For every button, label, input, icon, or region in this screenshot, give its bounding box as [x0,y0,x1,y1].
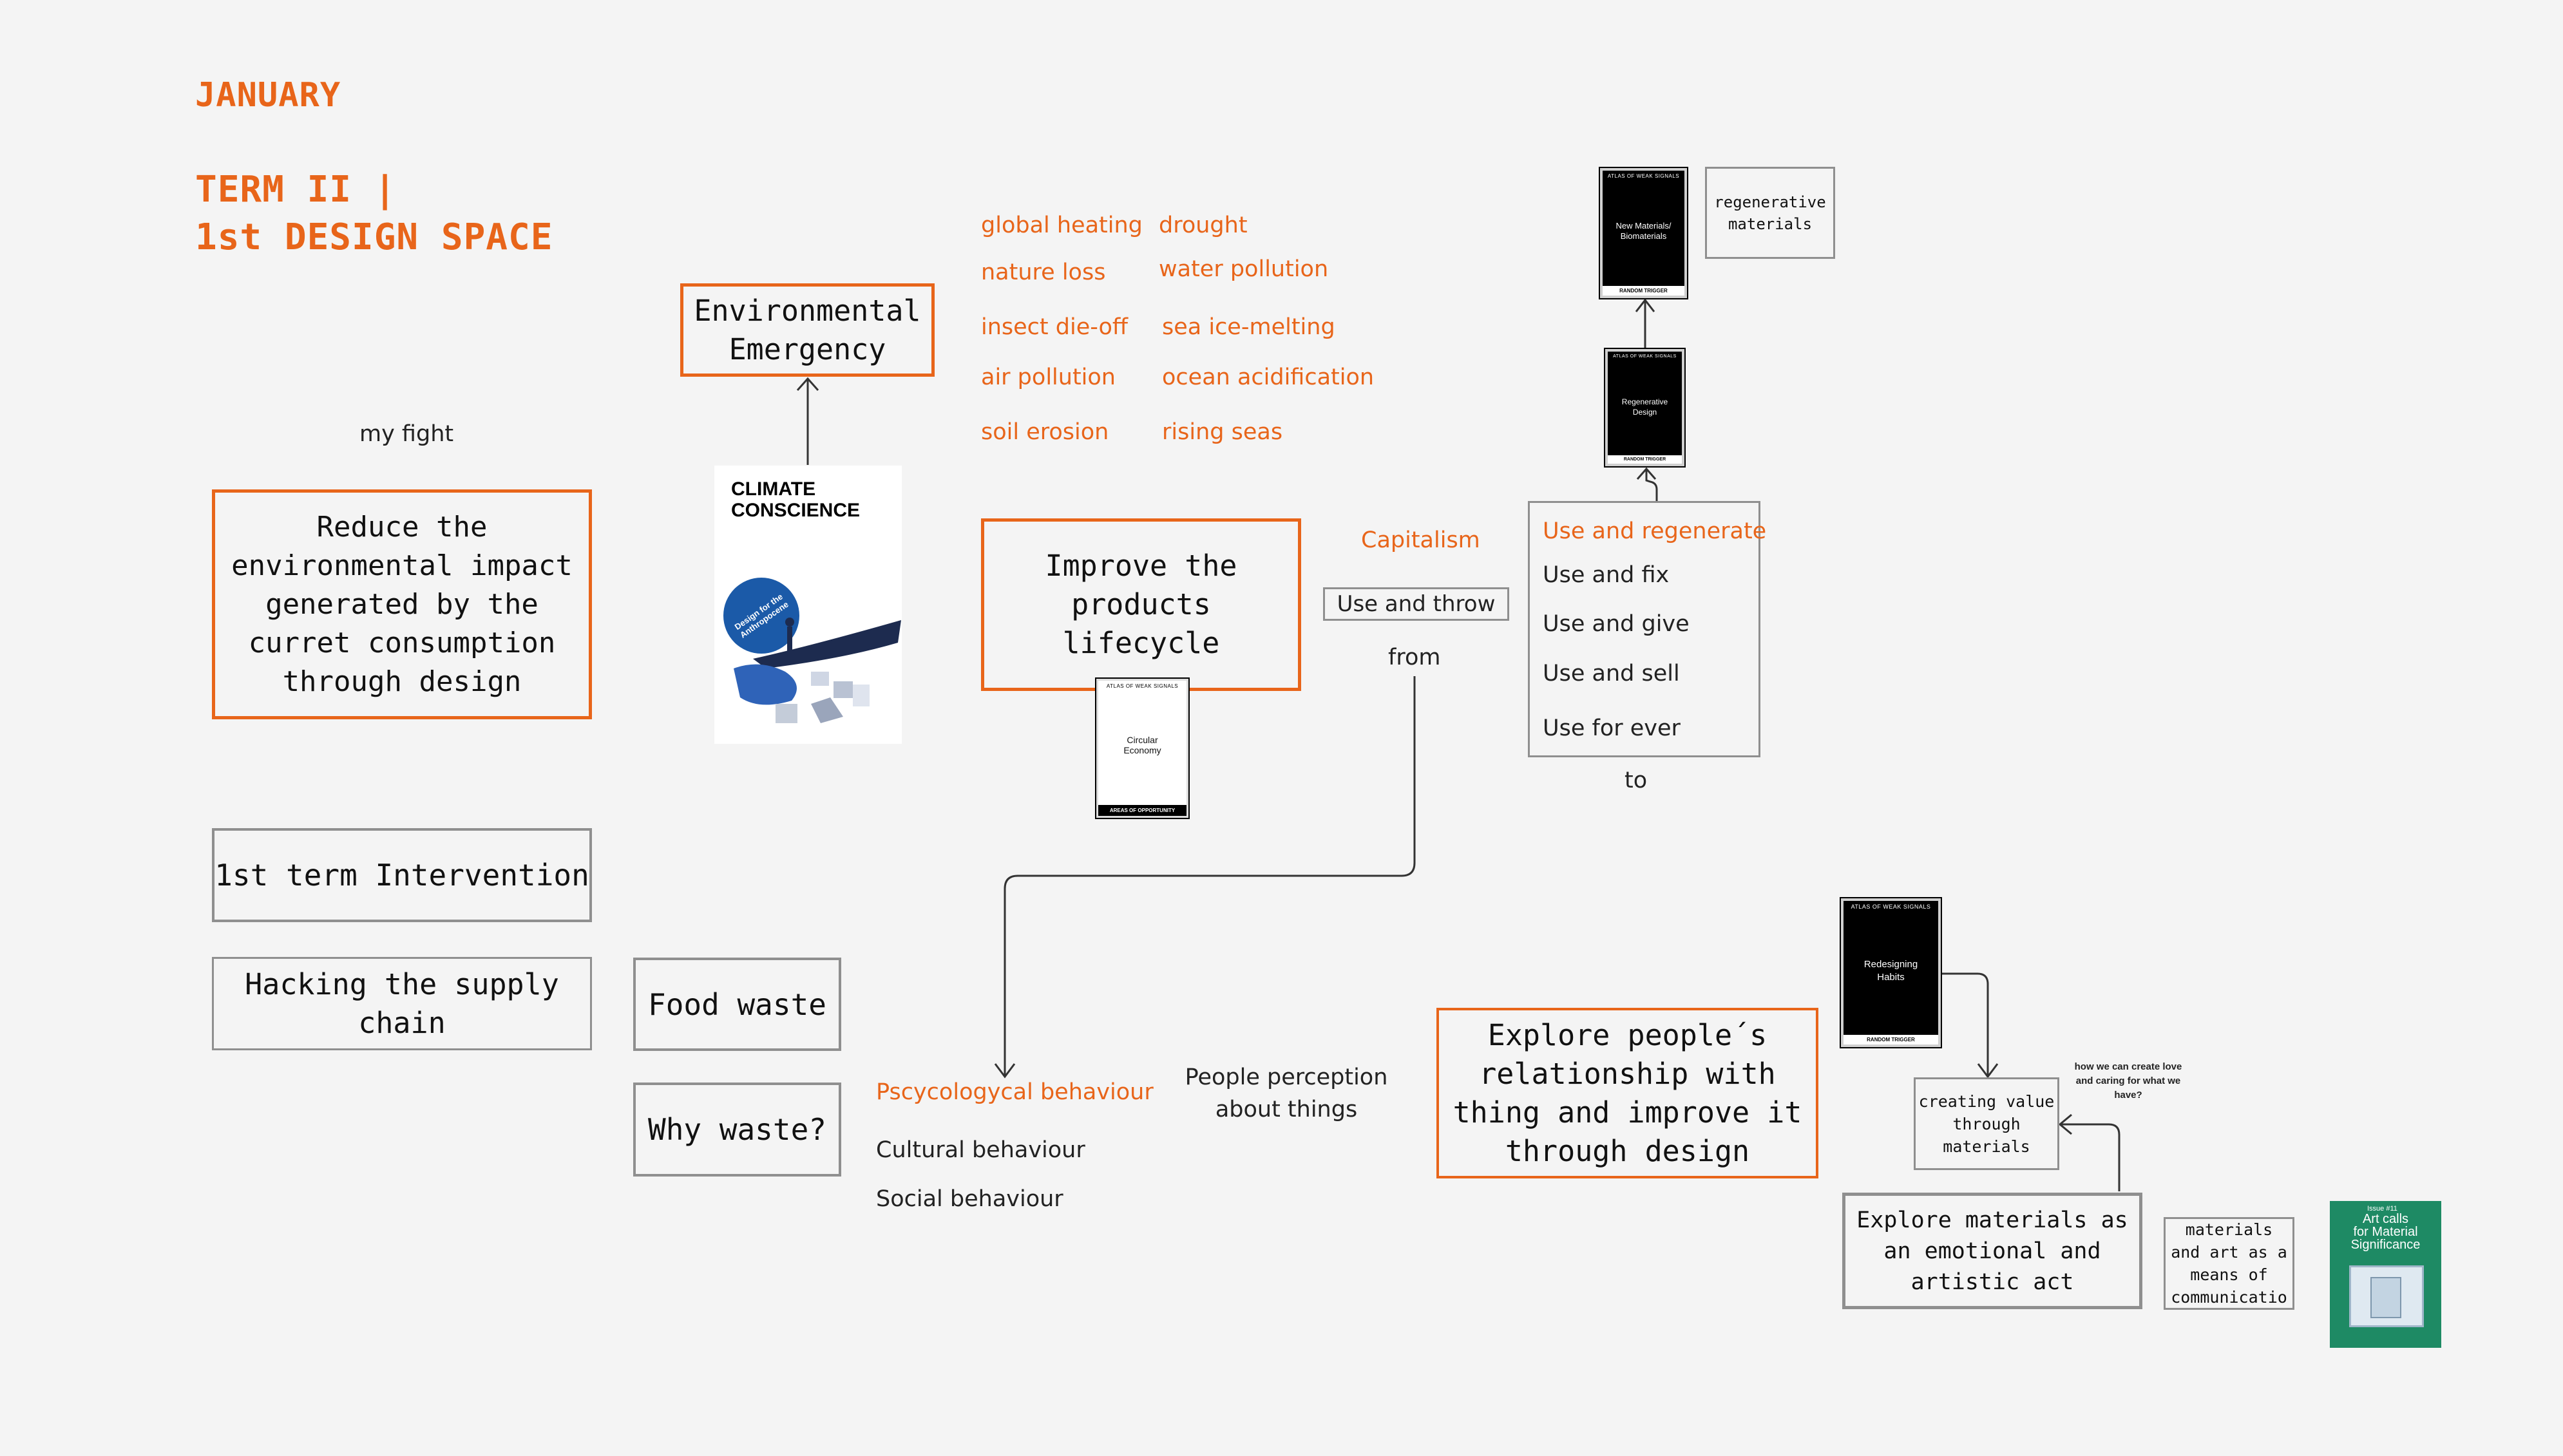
intervention-box[interactable]: 1st term Intervention [212,828,592,922]
materials-emotional-box[interactable]: Explore materials as an emotional and ar… [1842,1193,2142,1309]
use-for-ever: Use for ever [1543,715,1681,741]
issue-ocean-acidification: ocean acidification [1162,364,1375,390]
card-new-materials[interactable]: ATLAS OF WEAK SIGNALS New Materials/ Bio… [1599,167,1688,299]
use-sell: Use and sell [1543,661,1680,686]
use-fix: Use and fix [1543,562,1670,588]
my-fight-label: my fight [359,421,454,447]
issue-soil-erosion: soil erosion [981,419,1109,445]
psychological-behaviour-label: Pscycologycal behaviour [876,1079,1154,1105]
love-caring-question: how we can create love and caring for wh… [2074,1061,2182,1101]
issue-water-pollution: water pollution [1159,256,1329,282]
social-behaviour-label: Social behaviour [876,1186,1063,1212]
issue-rising-seas: rising seas [1162,419,1283,445]
card-redesigning-habits[interactable]: ATLAS OF WEAK SIGNALS Redesigning Habits… [1840,897,1942,1048]
issue-sea-ice-melting: sea ice-melting [1162,314,1335,340]
use-give: Use and give [1543,611,1690,637]
goal-box[interactable]: Reduce the environmental impact generate… [212,489,592,719]
creating-value-box[interactable]: creating value through materials [1914,1077,2059,1170]
climate-conscience-book[interactable]: CLIMATE CONSCIENCE Design for the Anthro… [714,466,902,744]
uses-box[interactable]: Use and regenerate Use and fix Use and g… [1528,501,1766,757]
magazine-title: Art calls for Material Significance [2350,1212,2421,1252]
explore-relationship-box[interactable]: Explore people´s relationship with thing… [1436,1008,1818,1178]
book-illustration-icon [734,618,901,723]
improve-lifecycle-box[interactable]: Improve the products lifecycle [981,518,1301,691]
issue-insect-die-off: insect die-off [981,314,1129,340]
why-waste-box[interactable]: Why waste? [633,1083,841,1177]
issue-nature-loss: nature loss [981,260,1106,285]
issue-drought: drought [1159,213,1248,238]
issue-global-heating: global heating [981,213,1143,238]
magazine-cover-image [2349,1265,2424,1327]
regenerative-materials-note[interactable]: regenerative materials [1705,167,1835,259]
art-calls-magazine[interactable]: Issue #11 Art calls for Material Signifi… [2330,1201,2441,1348]
capitalism-label: Capitalism [1361,527,1480,553]
card-circular-economy[interactable]: ATLAS OF WEAK SIGNALS Circular Economy A… [1095,677,1190,819]
use-and-throw-box[interactable]: Use and throw [1323,587,1509,621]
use-regenerate: Use and regenerate [1543,518,1767,544]
design-space-title: 1st DESIGN SPACE [195,216,553,258]
card-regenerative-design[interactable]: ATLAS OF WEAK SIGNALS Regenerative Desig… [1604,348,1686,468]
food-waste-box[interactable]: Food waste [633,958,841,1051]
from-label: from [1388,645,1441,670]
term-title: TERM II | [195,169,397,211]
people-perception-label: People perception about things [1185,1064,1388,1122]
book-title: CLIMATE CONSCIENCE [731,478,861,521]
hacking-supply-chain-box[interactable]: Hacking the supply chain [212,957,592,1050]
magazine-issue: Issue #11 [2367,1205,2397,1213]
cultural-behaviour-label: Cultural behaviour [876,1137,1085,1163]
environmental-emergency-box[interactable]: Environmental Emergency [680,283,935,377]
issue-air-pollution: air pollution [981,364,1116,390]
month-title: JANUARY [195,76,341,115]
book-badge: Design for the Anthropocene [723,578,799,654]
to-label: to [1625,768,1648,793]
materials-art-box[interactable]: materials and art as a means of communic… [2164,1217,2294,1310]
